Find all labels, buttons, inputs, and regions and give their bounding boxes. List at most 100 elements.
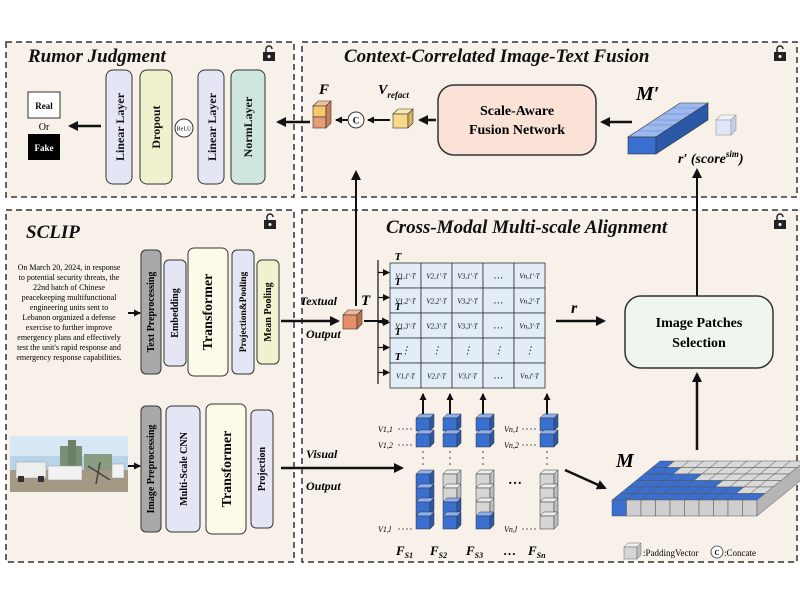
lock-icon [264,213,276,229]
news-text-line: to potential security threats, the [19,273,120,282]
fake-box [28,134,60,160]
feature-cube [442,511,462,530]
T-feature-cube [342,309,363,330]
feature-cube [442,429,462,448]
feature-cube [415,511,435,530]
T-label: T [361,293,371,309]
matrix-cell-text: ⋮ [494,346,504,357]
ellipsis-dot [546,457,548,459]
feature-cube [539,413,559,432]
matrix-cell-text: Vn,2′·T [519,298,540,306]
feature-cube [539,429,559,448]
fs-label: FS3 [465,543,483,560]
visual-output-label-2: Output [306,479,341,493]
norm-layer-block: NormLayer [230,69,266,185]
linear-layer-label-2: Linear Layer [205,92,219,161]
v-label: Vn,l [504,525,518,534]
mean-pooling-block: Mean Pooling [256,259,280,365]
r-prime-cube [715,114,737,136]
v-refact-cube [392,108,414,129]
concat-node: C [347,111,365,129]
matrix-cell [451,312,484,339]
fs-label: FSn [527,543,546,560]
matrix-cell-text: V1,3′·T [395,323,416,331]
matrix-cell-text: V3,l′·T [458,373,478,381]
M-front-cell [698,499,714,517]
arrow-features-to-M [564,468,607,490]
feature-cube [415,413,435,432]
ellipsis-dot [422,451,424,453]
alignment-title: Cross-Modal Multi-scale Alignment [386,217,668,238]
ellipsis-dot [449,451,451,453]
news-text-line: peacekeeping multifunctional [22,293,118,302]
M-tensor [611,460,800,517]
dropout-block: Dropout [139,69,173,185]
feature-cube [475,511,495,530]
linear-layer-block-2: Linear Layer [197,69,225,185]
projection-block: Projection [250,409,274,529]
M-front-cell [626,499,642,517]
matrix-cell-text: V2,2′·T [426,298,447,306]
M-front-cell [655,499,671,517]
matrix-cell-text: ⋮ [525,346,535,357]
row-T-label: T [395,301,403,313]
news-text-line: emergency plans and effectively [17,333,120,342]
network-label-line1: Scale-Aware [480,104,554,119]
multi-scale-cnn-block: Multi-Scale CNN [165,405,201,533]
matrix-cell [513,287,546,314]
r-prime-label: r′ (scoresim) [678,149,744,167]
matrix-cell-text: Vn,l′·T [520,373,540,381]
textual-output-label-2: Output [306,327,341,341]
v-label: V1,l [378,525,392,534]
news-text-line: emergency response capabilities. [16,353,121,362]
M-front-cell [742,499,758,517]
matrix-cell [513,262,546,289]
image-preprocessing-block: Image Preprocessing [140,405,162,533]
scale-aware-fusion-network: Scale-Aware Fusion Network [437,84,597,156]
news-text-line: engineering units sent to [30,303,108,312]
v-labels-right: Vn,1 Vn,2 Vn,l [504,425,538,534]
visual-output-label-1: Visual [306,447,338,461]
matrix-cell [513,362,546,389]
legend-padding-label: :PaddingVector [643,548,699,558]
matrix-cell-text: V2,l′·T [427,373,447,381]
legend-concat-label: :Concate [724,548,756,558]
fs-labels: FS1 FS2 FS3 … FSn [395,543,546,560]
projection-pooling-block: Projection&Pooling [231,249,255,375]
row-T-label: T [395,276,403,288]
embedding-block: Embedding [163,259,187,367]
matrix-cell-text: … [494,321,503,332]
or-label: Or [39,122,50,133]
matrix-cell [389,287,422,314]
ellipsis-dot [449,457,451,459]
projection-label: Projection [257,446,268,491]
dropout-label: Dropout [149,105,163,148]
ellipsis-dot [546,451,548,453]
row-T-label: T [395,351,403,363]
ellipsis-dot [482,463,484,465]
r-label: r [571,300,578,317]
v-refact-label: Vrefact [378,83,409,100]
padding-vector-cube-icon [623,542,642,560]
multi-scale-cnn-label: Multi-Scale CNN [179,431,190,505]
feature-cube [475,429,495,448]
feature-cube [442,413,462,432]
row-T-label: T [395,326,403,338]
feature-cube [442,469,462,488]
ellipsis-dot [546,463,548,465]
network-label-line2: Fusion Network [469,123,565,138]
matrix-cell-text: V1,1′·T [395,273,416,281]
v-label: V1,1 [378,425,393,434]
news-text-line: 22nd batch of Chinese [33,283,105,292]
ellipsis-dot [482,451,484,453]
M-front-cell [684,499,700,517]
sclip-title: SCLIP [26,222,80,243]
lock-icon [263,45,275,61]
image-patches-selection: Image Patches Selection [624,295,774,369]
matrix-cell [513,337,546,364]
mean-pooling-label: Mean Pooling [263,282,274,341]
matrix-cell [420,337,453,364]
ellipsis-dot [422,463,424,465]
embedding-label: Embedding [170,288,181,337]
